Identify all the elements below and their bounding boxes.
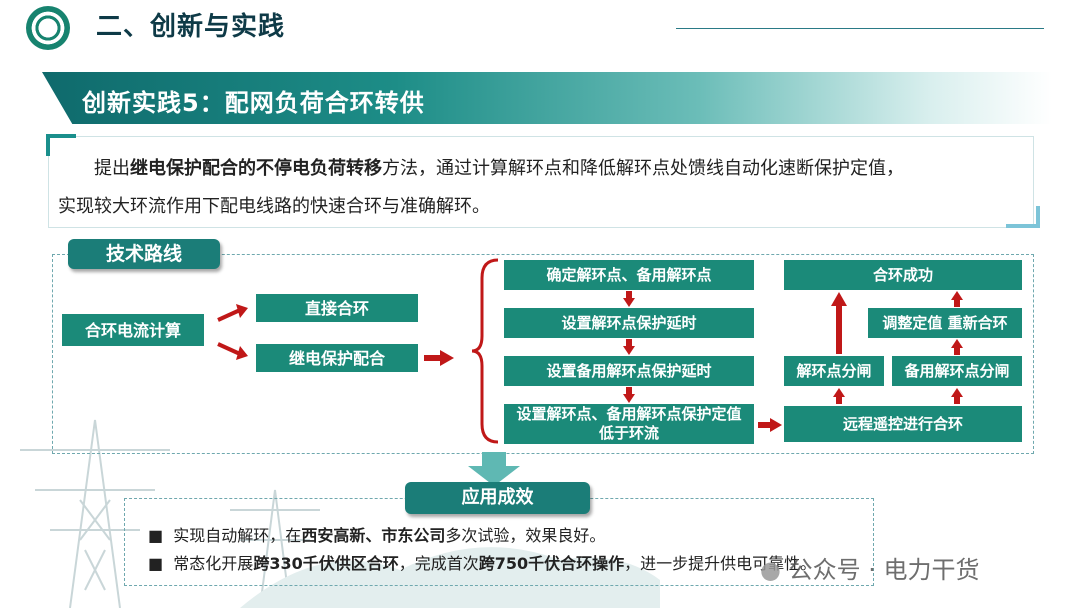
arrow-down-icon [623,387,635,403]
arrow-right-icon [758,418,782,432]
page-title: 二、创新与实践 [96,6,285,43]
result-1-b: 西安高新、市东公司 [301,526,445,545]
step-set-backup-delay: 设置备用解环点保护延时 [504,356,754,386]
arrow-icon [216,340,250,360]
arrow-up-icon [951,291,963,307]
arrow-down-icon [623,339,635,355]
desc-bold-1: 继电保护配合的不停电负荷转移 [130,158,382,179]
result-1-a: 实现自动解环，在 [173,526,301,545]
result-2-b: 跨330千伏供区合环 [253,554,398,573]
corner-decoration [1036,206,1040,228]
corner-decoration [46,134,50,156]
desc-line-2: 实现较大环流作用下配电线路的快速合环与准确解环。 [58,196,490,217]
watermark-text: 公众号 · 电力干货 [789,556,980,584]
result-2-d: 跨750千伏合环操作 [479,554,624,573]
direct-loop-box: 直接合环 [256,294,418,322]
desc-text-2: 方法，通过计算解环点和降低解环点处馈线自动化速断保护定值， [382,158,904,179]
arrow-icon [216,304,250,324]
remote-loop-box: 远程遥控进行合环 [784,406,1022,442]
description-text: 提出继电保护配合的不停电负荷转移方法，通过计算解环点和降低解环点处馈线自动化速断… [58,150,1020,226]
tech-route-tag: 技术路线 [68,239,220,269]
result-2-c: ，完成首次 [399,554,479,573]
result-1-c: 多次试验，效果良好。 [445,526,605,545]
watermark: ● 公众号 · 电力干货 [760,550,979,585]
wechat-icon: ● [760,556,781,584]
company-logo [26,6,70,50]
main-split-box: 解环点分闸 [784,356,884,386]
backup-split-box: 备用解环点分闸 [892,356,1022,386]
desc-text-1: 提出 [58,158,130,179]
arrow-down-icon [623,291,635,307]
step-set-protection-values: 设置解环点、备用解环点保护定值低于环流 [504,404,754,444]
arrow-down-big-icon [468,452,520,486]
results-tag: 应用成效 [405,482,590,514]
corner-decoration [46,134,76,138]
header-divider [676,28,1044,29]
loop-success-box: 合环成功 [784,260,1022,290]
result-item-2: ■ 常态化开展跨330千伏供区合环，完成首次跨750千伏合环操作，进一步提升供电… [148,550,816,574]
result-2-a: 常态化开展 [173,554,253,573]
arrow-up-icon [951,388,963,404]
relay-coordination-box: 继电保护配合 [256,344,418,372]
bullet-icon: ■ [148,526,173,545]
result-item-1: ■ 实现自动解环，在西安高新、市东公司多次试验，效果良好。 [148,522,605,546]
arrow-up-icon [951,339,963,355]
loop-current-calc-box: 合环电流计算 [62,314,204,346]
adjust-reloop-box: 调整定值 重新合环 [868,308,1022,338]
step-determine-points: 确定解环点、备用解环点 [504,260,754,290]
step-set-main-delay: 设置解环点保护延时 [504,308,754,338]
arrow-right-icon [424,350,454,366]
bullet-icon: ■ [148,554,173,573]
section-title: 创新实践5：配网负荷合环转供 [82,83,425,118]
arrow-up-icon [833,388,845,404]
brace-icon [470,258,500,444]
arrow-up-long-icon [831,292,847,354]
